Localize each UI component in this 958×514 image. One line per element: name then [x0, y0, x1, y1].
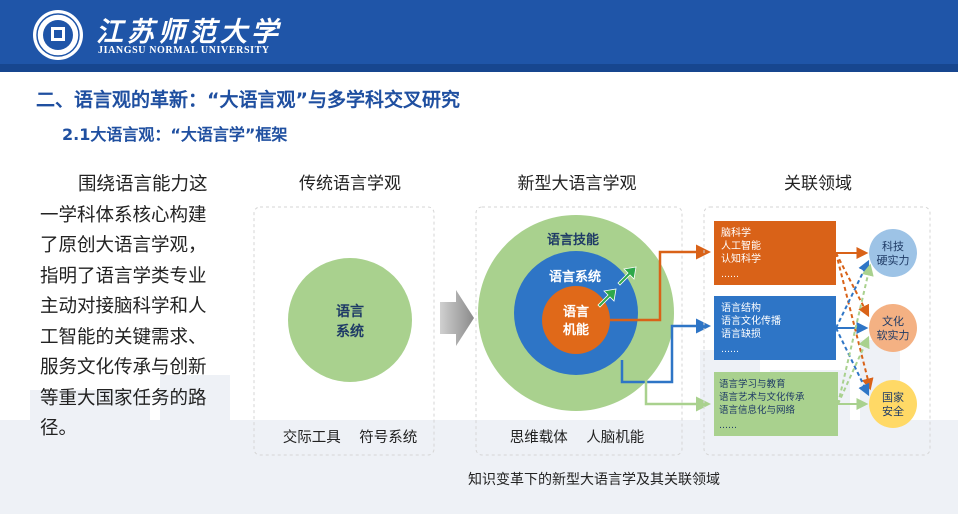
related-box-brain: [714, 221, 836, 285]
target-culture: [869, 304, 917, 352]
box-line: 认知科学: [721, 252, 761, 265]
target-label: 软实力: [877, 328, 910, 342]
box-line: 语言信息化与网络: [719, 404, 796, 416]
traditional-footer: 交际工具 符号系统: [283, 428, 417, 446]
transition-arrow: [440, 290, 474, 346]
target-label: 科技: [882, 239, 904, 253]
inner-circle-label: 语言: [563, 304, 589, 320]
paragraph-line: 等重大国家任务的路: [40, 387, 207, 409]
related-box-education: [714, 372, 838, 436]
paragraph-line: 径。: [40, 418, 78, 439]
growth-arrow-icon: [597, 288, 617, 308]
box-line: 人工智能: [721, 239, 761, 252]
paragraph-line: 了原创大语言学观，: [40, 235, 207, 256]
target-tech: [869, 229, 917, 277]
box-line: ……: [719, 421, 737, 431]
paragraph-line: 指明了语言学类专业: [40, 265, 207, 287]
link-line: [835, 252, 870, 318]
university-name-en: JIANGSU NORMAL UNIVERSITY: [98, 45, 270, 56]
heading-related: 关联领域: [784, 174, 852, 194]
target-label: 安全: [882, 404, 904, 418]
target-label: 文化: [882, 314, 904, 328]
link-line: [837, 263, 874, 405]
box-line: 语言缺损: [721, 327, 761, 340]
box-line: ……: [721, 270, 739, 280]
new-panel: [475, 206, 683, 456]
link-line: [835, 252, 874, 391]
outer-circle-label: 语言技能: [547, 232, 599, 248]
new-inner-circle: [542, 286, 610, 354]
header-bar: 江苏师范大学 JIANGSU NORMAL UNIVERSITY: [0, 0, 958, 72]
slide-title: 二、语言观的革新：“大语言观”与多学科交叉研究: [36, 89, 460, 111]
paragraph-line: 主动对接脑科学和人: [40, 296, 207, 317]
box-line: 语言学习与教育: [719, 378, 786, 390]
paragraph-line: 围绕语言能力这: [78, 174, 208, 195]
new-footer: 思维载体 人脑机能: [510, 429, 644, 446]
link-line: [837, 335, 870, 405]
connector-orange: [610, 244, 711, 322]
traditional-panel: [253, 206, 435, 456]
middle-circle-label: 语言系统: [549, 269, 601, 285]
traditional-circle-label: 系统: [336, 323, 364, 340]
box-line: 语言文化传播: [721, 314, 781, 327]
paragraph-line: 服务文化传承与创新: [40, 357, 207, 378]
traditional-circle-label: 语言: [336, 303, 364, 320]
university-logo-icon: [33, 10, 83, 60]
paragraph-line: 工智能的关键需求、: [40, 326, 207, 348]
link-line: [835, 327, 870, 397]
related-box-structure: [714, 296, 836, 360]
growth-arrow-icon: [617, 266, 637, 286]
university-name-cn: 江苏师范大学: [96, 17, 282, 48]
intro-paragraph: 围绕语言能力这 一学科体系核心构建 了原创大语言学观， 指明了语言学类专业 主动…: [40, 170, 230, 445]
box-line: 脑科学: [721, 226, 751, 239]
connector-blue: [620, 318, 711, 384]
paragraph-line: 一学科体系核心构建: [40, 204, 207, 226]
slide-subtitle: 2.1大语言观：“大语言学”框架: [62, 125, 288, 144]
traditional-circle: [288, 258, 412, 382]
target-label: 硬实力: [877, 253, 910, 267]
box-line: 语言结构: [721, 301, 761, 314]
diagram-caption: 知识变革下的新型大语言学及其关联领域: [468, 471, 720, 488]
target-label: 国家: [882, 390, 904, 404]
heading-new: 新型大语言学观: [518, 174, 637, 194]
box-line: ……: [721, 345, 739, 355]
box-line: 语言艺术与文化传承: [719, 391, 805, 403]
target-security: [869, 380, 917, 428]
inner-circle-label: 机能: [563, 322, 589, 338]
heading-traditional: 传统语言学观: [299, 174, 401, 194]
header-band: [0, 64, 958, 72]
link-line: [835, 259, 870, 329]
connector-green: [644, 372, 711, 412]
